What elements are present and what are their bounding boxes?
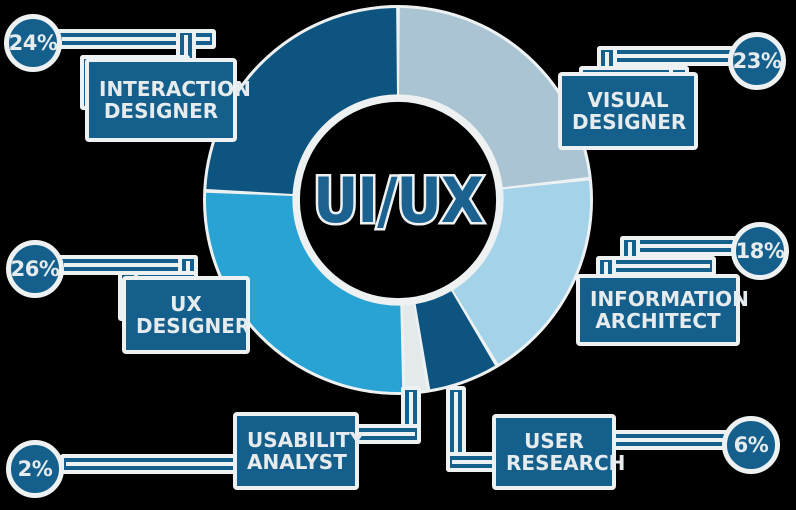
- label-box-interaction-designer[interactable]: INTERACTION DESIGNER: [85, 58, 251, 142]
- label-line1-user-research: USER: [524, 429, 584, 453]
- donut-slices: [203, 5, 593, 395]
- percent-badge-information-architect[interactable]: 18%: [731, 222, 789, 280]
- label-line1-interaction-designer: INTERACTION: [99, 77, 251, 101]
- label-box-usability-analyst[interactable]: USABILITY ANALYST: [233, 412, 365, 490]
- donut-chart: UI/UX: [198, 0, 598, 400]
- percent-value-interaction-designer: 24%: [8, 31, 58, 55]
- connector-bar-information-architect-v1: [620, 236, 640, 262]
- donut-hole: [292, 94, 504, 306]
- donut-chart-svg: [203, 5, 593, 395]
- donut-slice-visual-designer[interactable]: [399, 8, 589, 188]
- label-line2-interaction-designer: DESIGNER: [103, 99, 219, 123]
- percent-badge-usability-analyst[interactable]: 2%: [6, 440, 64, 498]
- label-box-user-research[interactable]: USER RESEARCH: [492, 414, 626, 490]
- donut-slice-ux-designer[interactable]: [206, 192, 403, 392]
- donut-slice-interaction-designer[interactable]: [206, 8, 397, 194]
- label-line2-ux-designer: DESIGNER: [136, 314, 251, 338]
- percent-value-information-architect: 18%: [735, 239, 785, 263]
- label-box-ux-designer[interactable]: UX DESIGNER: [122, 276, 250, 354]
- donut-slice-information-architect[interactable]: [453, 180, 590, 364]
- percent-value-visual-designer: 23%: [732, 49, 782, 73]
- label-line1-visual-designer: VISUAL: [587, 88, 669, 112]
- label-line1-usability-analyst: USABILITY: [247, 428, 365, 452]
- label-box-visual-designer[interactable]: VISUAL DESIGNER: [558, 72, 698, 150]
- connector-bar-user-research-v1: [446, 386, 466, 472]
- label-box-information-architect[interactable]: INFORMATION ARCHITECT: [576, 274, 749, 346]
- connector-bar-visual-designer-v1: [597, 46, 617, 72]
- percent-badge-visual-designer[interactable]: 23%: [728, 32, 786, 90]
- percent-value-user-research: 6%: [733, 433, 769, 457]
- connector-bar-usability-analyst-h2: [60, 454, 250, 474]
- connector-bar-visual-designer-h1: [597, 46, 747, 66]
- donut-slice-user-research[interactable]: [415, 291, 496, 390]
- donut-slice-usability-analyst[interactable]: [402, 304, 427, 392]
- connector-bar-interaction-designer-h1: [56, 29, 196, 49]
- percent-badge-user-research[interactable]: 6%: [722, 416, 780, 474]
- label-line2-information-architect: ARCHITECT: [595, 309, 721, 333]
- label-line1-information-architect: INFORMATION: [590, 287, 749, 311]
- percent-badge-interaction-designer[interactable]: 24%: [4, 14, 62, 72]
- percent-value-ux-designer: 26%: [10, 257, 60, 281]
- percent-value-usability-analyst: 2%: [17, 457, 53, 481]
- percent-badge-ux-designer[interactable]: 26%: [6, 240, 64, 298]
- label-line1-ux-designer: UX: [170, 292, 202, 316]
- label-line2-user-research: RESEARCH: [506, 451, 626, 475]
- label-line2-visual-designer: DESIGNER: [572, 110, 687, 134]
- label-line2-usability-analyst: ANALYST: [247, 450, 347, 474]
